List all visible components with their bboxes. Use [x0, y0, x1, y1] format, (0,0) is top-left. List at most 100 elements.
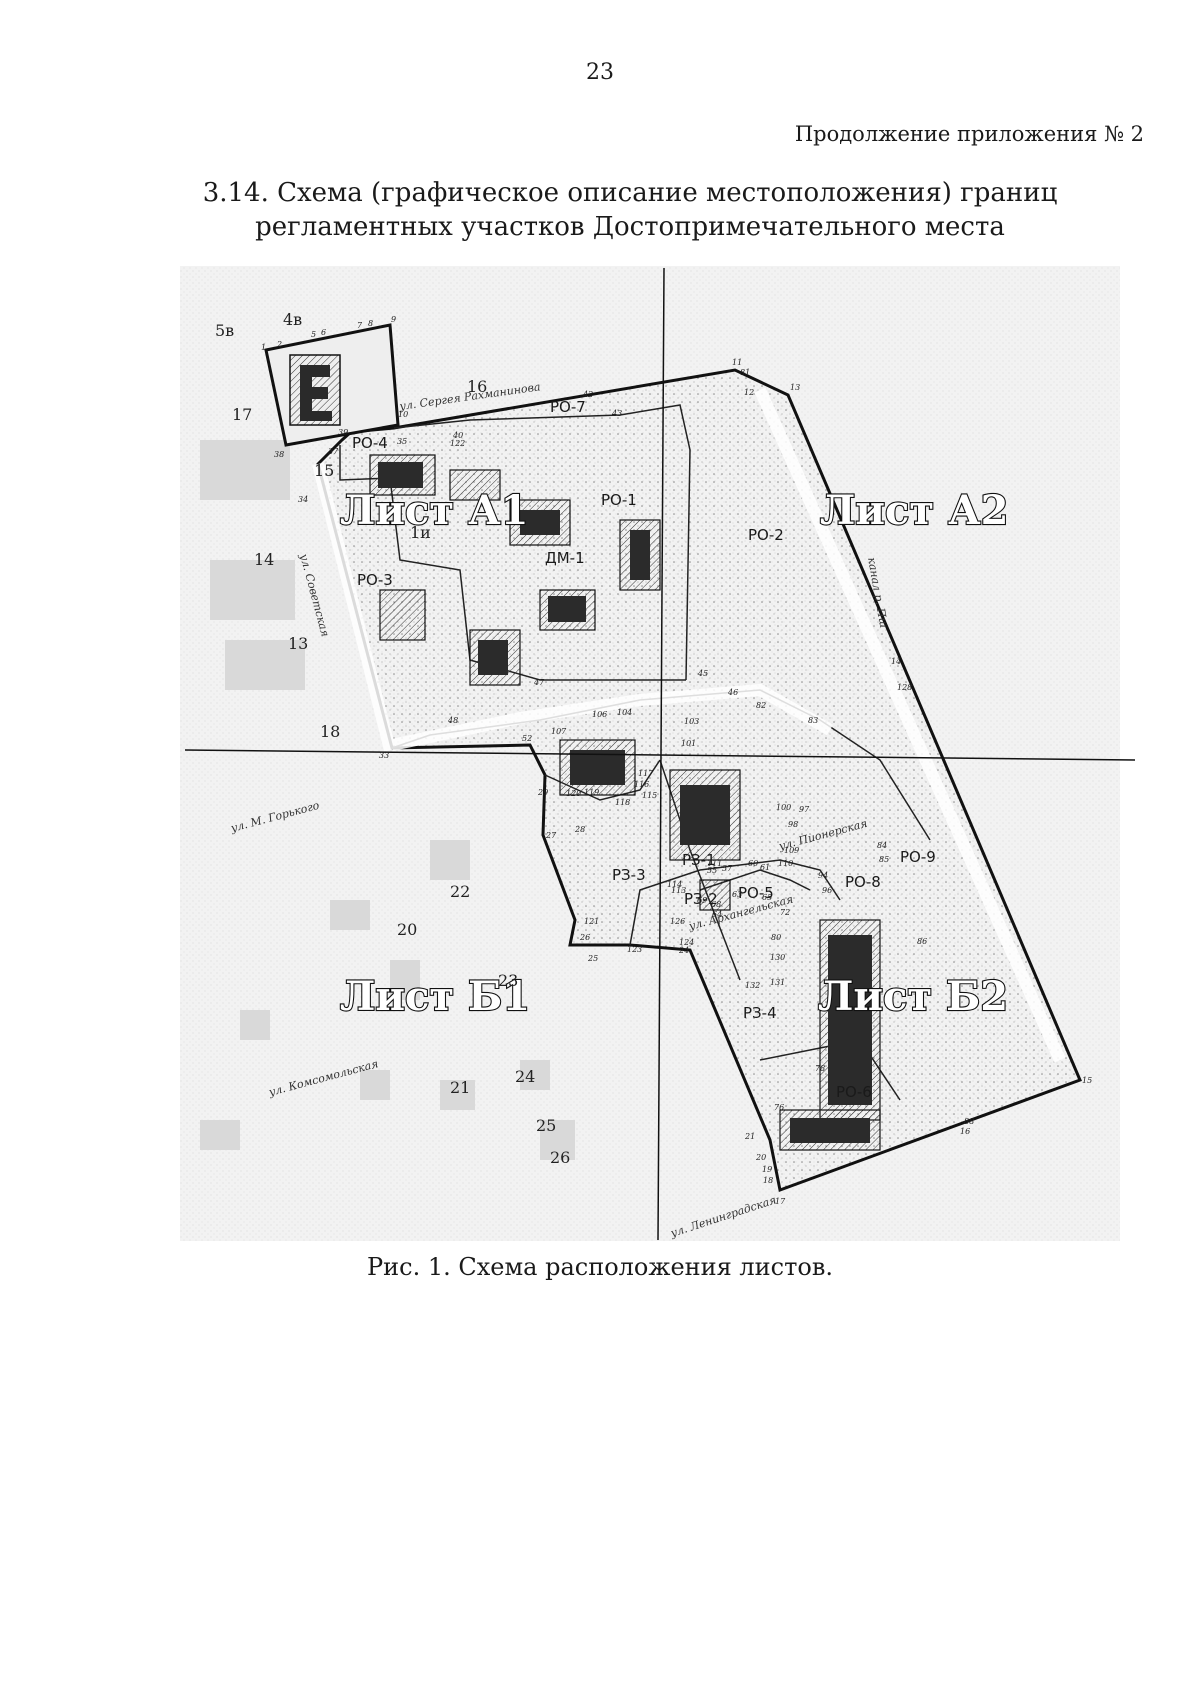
- point-number: 16: [960, 1127, 970, 1136]
- point-number: 69: [697, 896, 707, 905]
- point-number: 117: [638, 769, 654, 778]
- point-number: 97: [799, 805, 810, 814]
- point-number: 119: [584, 788, 599, 797]
- point-number: 9: [391, 315, 396, 324]
- point-number: 78: [815, 1064, 825, 1073]
- zone-label: РЗ-1: [682, 851, 716, 869]
- point-number: 64: [712, 910, 722, 919]
- point-number: 98: [788, 820, 798, 829]
- point-number: 27: [545, 831, 557, 840]
- zone-label: ДМ-1: [545, 549, 585, 567]
- sheet-divider-vertical: [657, 267, 665, 1241]
- zone-label: РО-2: [748, 526, 784, 544]
- point-number: 19: [762, 1165, 772, 1174]
- sheet-label-a1: Лист А1: [340, 487, 529, 534]
- point-number: 81: [740, 368, 750, 377]
- roads: [312, 387, 1066, 1063]
- point-number: 57: [722, 864, 733, 873]
- point-number: 113: [671, 886, 686, 895]
- point-number: 13: [790, 383, 800, 392]
- point-number: 7: [357, 321, 363, 330]
- block-number: 15: [314, 461, 334, 480]
- point-number: 26: [579, 933, 590, 942]
- zone-label: РО-1: [601, 491, 637, 509]
- zone-label: РО-8: [845, 873, 881, 891]
- point-number: 34: [298, 495, 308, 504]
- point-number: 14: [891, 657, 901, 666]
- point-number: 96: [822, 886, 832, 895]
- point-number: 86: [917, 937, 927, 946]
- zone-label: РЗ-3: [612, 866, 646, 884]
- point-number: 68: [711, 900, 721, 909]
- point-number: 109: [784, 846, 799, 855]
- section-title: 3.14. Схема (графическое описание местоп…: [202, 178, 1058, 242]
- point-number: 52: [522, 734, 532, 743]
- point-number: 45: [697, 669, 708, 678]
- block-number: 24: [515, 1067, 535, 1086]
- block-number: 22: [450, 882, 470, 901]
- zone-label: РО-3: [357, 571, 393, 589]
- point-number: 47: [533, 678, 545, 687]
- point-number: 1: [261, 343, 266, 352]
- point-number: 25: [587, 954, 598, 963]
- point-number: 132: [745, 981, 760, 990]
- point-number: 38: [274, 450, 284, 459]
- point-number: 85: [879, 855, 889, 864]
- point-number: 118: [615, 798, 630, 807]
- point-number: 110: [778, 859, 793, 868]
- block-number: 25: [536, 1116, 556, 1135]
- zone-label: РЗ-2: [684, 890, 718, 908]
- background-blocks: [200, 440, 575, 1160]
- block-number: 4в: [283, 310, 302, 329]
- sheet-label-b1: Лист Б1: [340, 973, 530, 1020]
- point-number: 103: [684, 717, 699, 726]
- block-number: 17: [232, 405, 252, 424]
- block-number: 21: [450, 1078, 470, 1097]
- point-number: 5: [311, 330, 316, 339]
- point-number: 88: [964, 1117, 974, 1126]
- point-number: 24: [678, 946, 689, 955]
- point-number: 43: [611, 409, 622, 418]
- dark-buildings: [378, 462, 872, 1143]
- sheet-divider-horizontal: [184, 749, 1136, 761]
- zone-label: РО-9: [900, 848, 936, 866]
- point-number: 42: [582, 390, 593, 399]
- point-number: 82: [756, 701, 766, 710]
- zone-label: РО-6: [836, 1083, 872, 1101]
- sheet-label-a2: Лист А2: [820, 487, 1009, 534]
- point-number: 10: [398, 410, 408, 419]
- point-number: 101: [681, 739, 696, 748]
- point-number: 94: [818, 871, 828, 880]
- point-number: 114: [667, 880, 682, 889]
- point-number: 20: [755, 1153, 766, 1162]
- point-number: 123: [627, 945, 642, 954]
- point-number: 104: [617, 708, 632, 717]
- point-number: 60: [748, 859, 758, 868]
- point-number: 120: [566, 789, 581, 798]
- point-number: 83: [808, 716, 818, 725]
- point-number: 76: [774, 1103, 784, 1112]
- point-number: 100: [776, 803, 791, 812]
- point-number: 84: [877, 841, 887, 850]
- point-number: 106: [592, 710, 607, 719]
- point-number: 130: [770, 953, 785, 962]
- point-number: 11: [732, 358, 742, 367]
- sheet-label-b2: Лист Б2: [818, 973, 1008, 1020]
- point-number: 35: [397, 437, 407, 446]
- point-number: 65: [762, 893, 772, 902]
- block-number: 23: [498, 971, 518, 990]
- point-number: 28: [574, 825, 585, 834]
- point-number: 124: [679, 938, 694, 947]
- appendix-note: Продолжение приложения № 2: [794, 122, 1144, 146]
- point-number: 115: [642, 791, 657, 800]
- zone-label: РО-4: [352, 434, 388, 452]
- point-number: 80: [771, 933, 781, 942]
- block-number: 1и: [410, 523, 431, 542]
- point-number: 18: [763, 1176, 773, 1185]
- point-number: 128: [897, 683, 912, 692]
- point-number: 40: [452, 431, 463, 440]
- point-number: 12: [744, 388, 754, 397]
- point-number: 116: [634, 780, 649, 789]
- point-number: 2: [276, 340, 282, 349]
